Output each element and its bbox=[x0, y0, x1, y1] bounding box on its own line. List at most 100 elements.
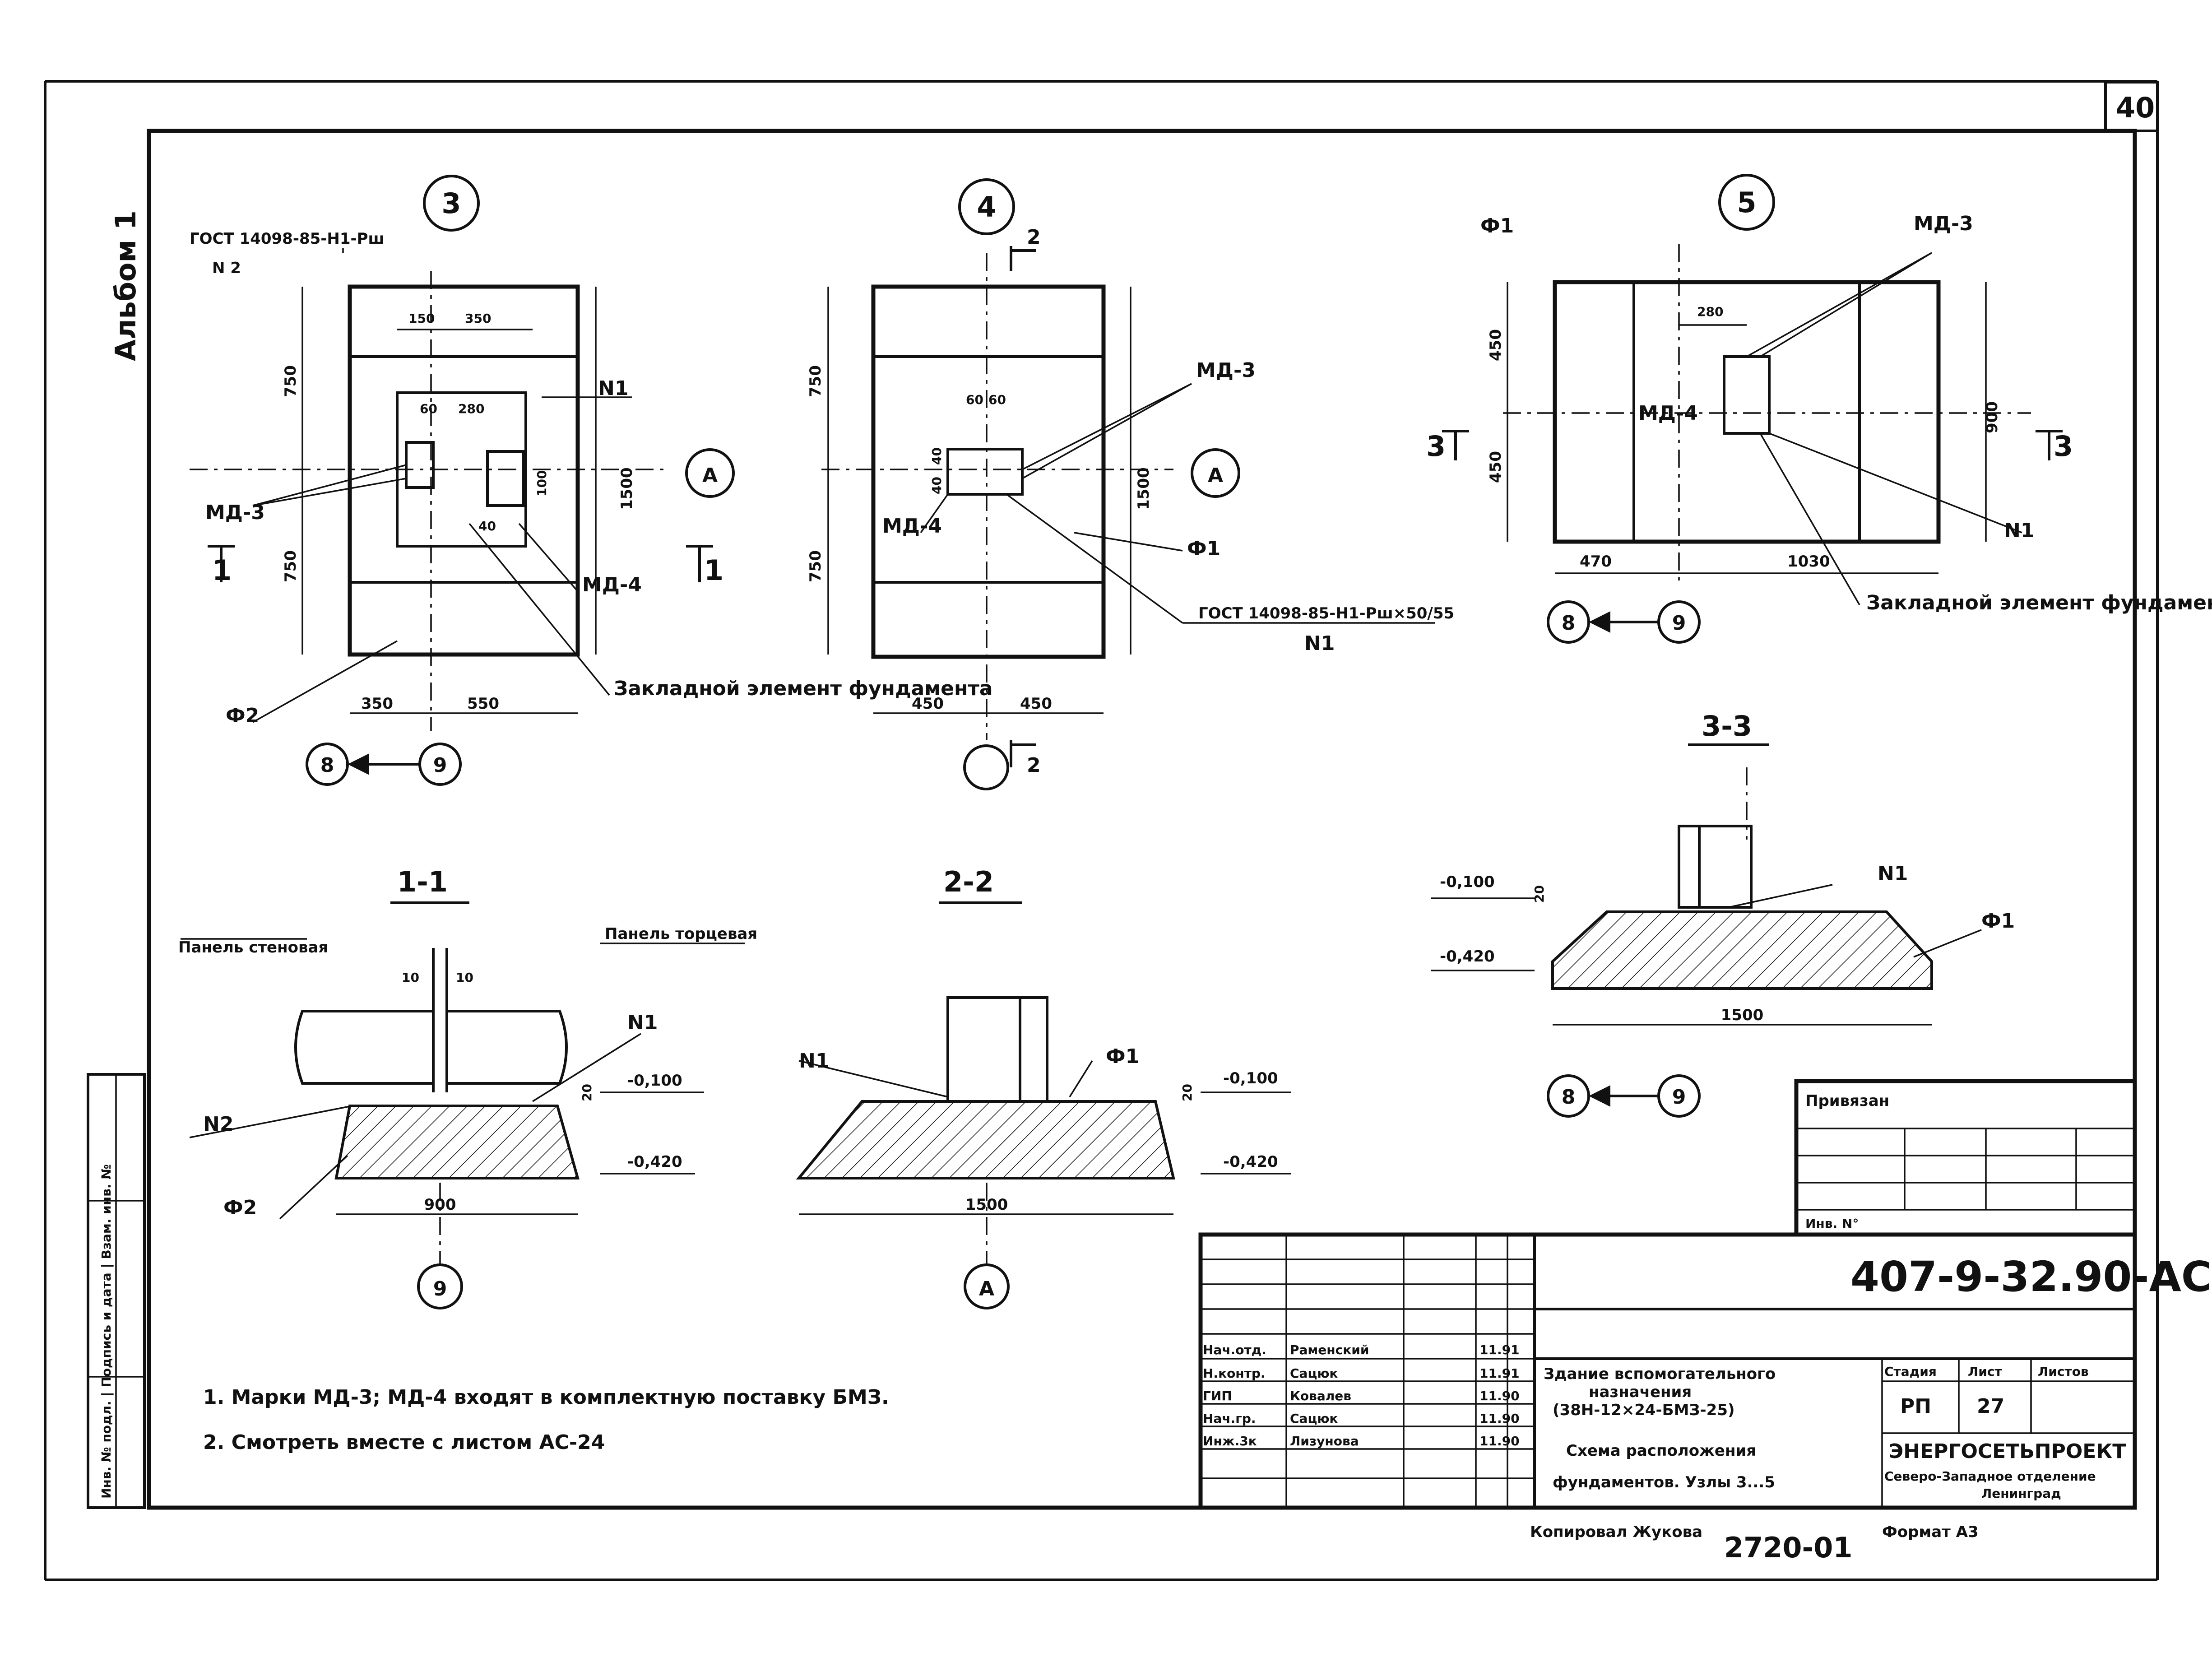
node-5-embed: Закладной элемент фундамента bbox=[1866, 591, 2212, 614]
stage-value: РП bbox=[1900, 1395, 1931, 1418]
section-2-2-phi: Ф1 bbox=[1106, 1045, 1139, 1068]
section-2-2-axis-marker bbox=[964, 1263, 1010, 1309]
copied-by: Копировал Жукова bbox=[1530, 1523, 1702, 1541]
foundation-f1-section-3-3 bbox=[1551, 910, 1933, 990]
node-3-dim-350: 350 bbox=[465, 311, 491, 326]
format-label: Формат А3 bbox=[1882, 1523, 1979, 1541]
node-5-cut-left: 3 bbox=[1426, 430, 1446, 463]
node-4-axis-a: А bbox=[1208, 464, 1223, 487]
section-1-1-wall-label: Панель стеновая bbox=[178, 938, 328, 957]
subtitle-line-2: фундаментов. Узлы 3...5 bbox=[1553, 1473, 1775, 1491]
role-4: Нач.гр. bbox=[1203, 1411, 1256, 1426]
node-4-dim-450b: 450 bbox=[1020, 695, 1052, 713]
node-4-n1: N1 bbox=[1304, 632, 1335, 655]
date-5: 11.90 bbox=[1479, 1434, 1520, 1449]
node-3-cut-left: 1 bbox=[212, 554, 232, 587]
side-stamp-column bbox=[87, 1073, 146, 1509]
name-4: Сацюк bbox=[1290, 1411, 1338, 1426]
subtitle-line-1: Схема расположения bbox=[1566, 1442, 1756, 1460]
embed-md3 bbox=[405, 441, 435, 489]
sheet-value: 27 bbox=[1977, 1395, 2004, 1418]
node-5-number: 5 bbox=[1737, 186, 1756, 219]
section-1-1-lvl2: -0,420 bbox=[627, 1153, 682, 1171]
node-4-cut-top: 2 bbox=[1027, 226, 1041, 249]
section-1-1-dim-900: 900 bbox=[424, 1196, 456, 1214]
axis-a-marker bbox=[685, 448, 735, 498]
foundation-f1-section-2-2 bbox=[796, 1100, 1175, 1179]
node-4-number: 4 bbox=[977, 190, 996, 223]
node-3-phi: Ф2 bbox=[226, 704, 259, 727]
section-3-3-title: 3-3 bbox=[1702, 710, 1752, 743]
node-3-dim-550: 550 bbox=[467, 695, 499, 713]
section-1-1-end-label: Панель торцевая bbox=[605, 925, 757, 943]
node-3-axis-9: 9 bbox=[433, 754, 447, 777]
section-3-3-n1: N1 bbox=[1878, 862, 1908, 885]
section-2-2-title: 2-2 bbox=[943, 865, 994, 898]
node-3-dim-60: 60 bbox=[420, 401, 437, 416]
sheet-label: Лист bbox=[1968, 1364, 2002, 1379]
date-3: 11.90 bbox=[1479, 1388, 1520, 1403]
node-4-cut-bot: 2 bbox=[1027, 754, 1041, 777]
section-1-1-axis-marker bbox=[417, 1263, 463, 1309]
node-3-marker bbox=[423, 175, 480, 232]
page-number: 40 bbox=[2116, 91, 2155, 124]
section-3-3-axis-8: 8 bbox=[1562, 1086, 1576, 1109]
sheets-label: Листов bbox=[2038, 1364, 2089, 1379]
foundation-f1-plan-5 bbox=[1553, 280, 1941, 544]
node-5-dim-1030: 1030 bbox=[1787, 553, 1830, 571]
title-block bbox=[1198, 1079, 2137, 1510]
node-5-dim-450a: 450 bbox=[1487, 329, 1505, 361]
node-3-dim-100: 100 bbox=[534, 470, 549, 497]
column-2-2 bbox=[946, 996, 1048, 1103]
section-2-2-lvl1: -0,100 bbox=[1223, 1069, 1278, 1087]
node-5-axis-8: 8 bbox=[1562, 612, 1576, 635]
foundation-f2-plan bbox=[348, 284, 580, 657]
section-3-3-dim-1500: 1500 bbox=[1721, 1006, 1764, 1024]
node-5-axis-9: 9 bbox=[1672, 612, 1686, 635]
node-4: 4 bbox=[821, 178, 1435, 790]
node-3-dim-150: 150 bbox=[408, 311, 435, 326]
node-3-axis-8: 8 bbox=[320, 754, 334, 777]
embed-md-plate-5 bbox=[1723, 355, 1771, 435]
node-3-cut-right: 1 bbox=[704, 554, 723, 587]
section-1-1-dim-10a: 10 bbox=[402, 970, 419, 985]
section-2-2 bbox=[796, 901, 1291, 1309]
node-5-axis-8-marker bbox=[1547, 600, 1590, 644]
section-2-2-n1: N1 bbox=[799, 1049, 829, 1073]
node-3-dim-1500: 1500 bbox=[618, 467, 636, 510]
section-1-1-dim-20: 20 bbox=[580, 1084, 594, 1101]
section-3-3-lvl2: -0,420 bbox=[1440, 947, 1495, 966]
node-3-dim-280: 280 bbox=[458, 401, 484, 416]
sheet-frame bbox=[44, 80, 2159, 1581]
wall-panel bbox=[294, 1010, 435, 1085]
side-stamp-text: Инв. № подл. | Подпись и дата | Взам. ин… bbox=[99, 1164, 114, 1499]
node-3: 3 А bbox=[190, 175, 735, 786]
node-3-dim-750-top: 750 bbox=[282, 365, 300, 397]
node-3-n1: N1 bbox=[598, 377, 628, 400]
node-5-dim-470: 470 bbox=[1580, 553, 1612, 571]
node-3-n2: N 2 bbox=[212, 259, 241, 277]
section-3-3-phi: Ф1 bbox=[1981, 910, 2015, 933]
section-3-3-dim-20: 20 bbox=[1532, 885, 1547, 903]
axis-a-label: А bbox=[702, 464, 718, 487]
note-1: 1. Марки МД-3; МД-4 входят в комплектную… bbox=[203, 1386, 889, 1409]
name-1: Раменский bbox=[1290, 1342, 1369, 1357]
section-3-3-axis-8-marker bbox=[1547, 1074, 1590, 1118]
section-1-1-n1: N1 bbox=[627, 1011, 658, 1034]
role-3: ГИП bbox=[1203, 1388, 1232, 1403]
node-5-dim-280: 280 bbox=[1697, 304, 1723, 319]
node-5-md4: МД-4 bbox=[1638, 402, 1698, 425]
org-name: ЭНЕРГОСЕТЬПРОЕКТ bbox=[1889, 1440, 2126, 1463]
date-2: 11.91 bbox=[1479, 1366, 1520, 1381]
drawing-code: 407-9-32.90-АС bbox=[1850, 1253, 2212, 1301]
note-2: 2. Смотреть вместе с листом АС-24 bbox=[203, 1431, 605, 1454]
section-3-3-axis-9: 9 bbox=[1672, 1086, 1686, 1109]
section-2-2-lvl2: -0,420 bbox=[1223, 1153, 1278, 1171]
node-5-marker bbox=[1718, 174, 1775, 231]
org-city: Ленинград bbox=[1981, 1486, 2061, 1501]
node-5-dim-450b: 450 bbox=[1487, 451, 1505, 483]
node-3-dim-350b: 350 bbox=[361, 695, 393, 713]
section-1-1 bbox=[181, 901, 745, 1309]
node-4-md3: МД-3 bbox=[1196, 359, 1256, 382]
node-5: 5 bbox=[1442, 174, 2063, 644]
